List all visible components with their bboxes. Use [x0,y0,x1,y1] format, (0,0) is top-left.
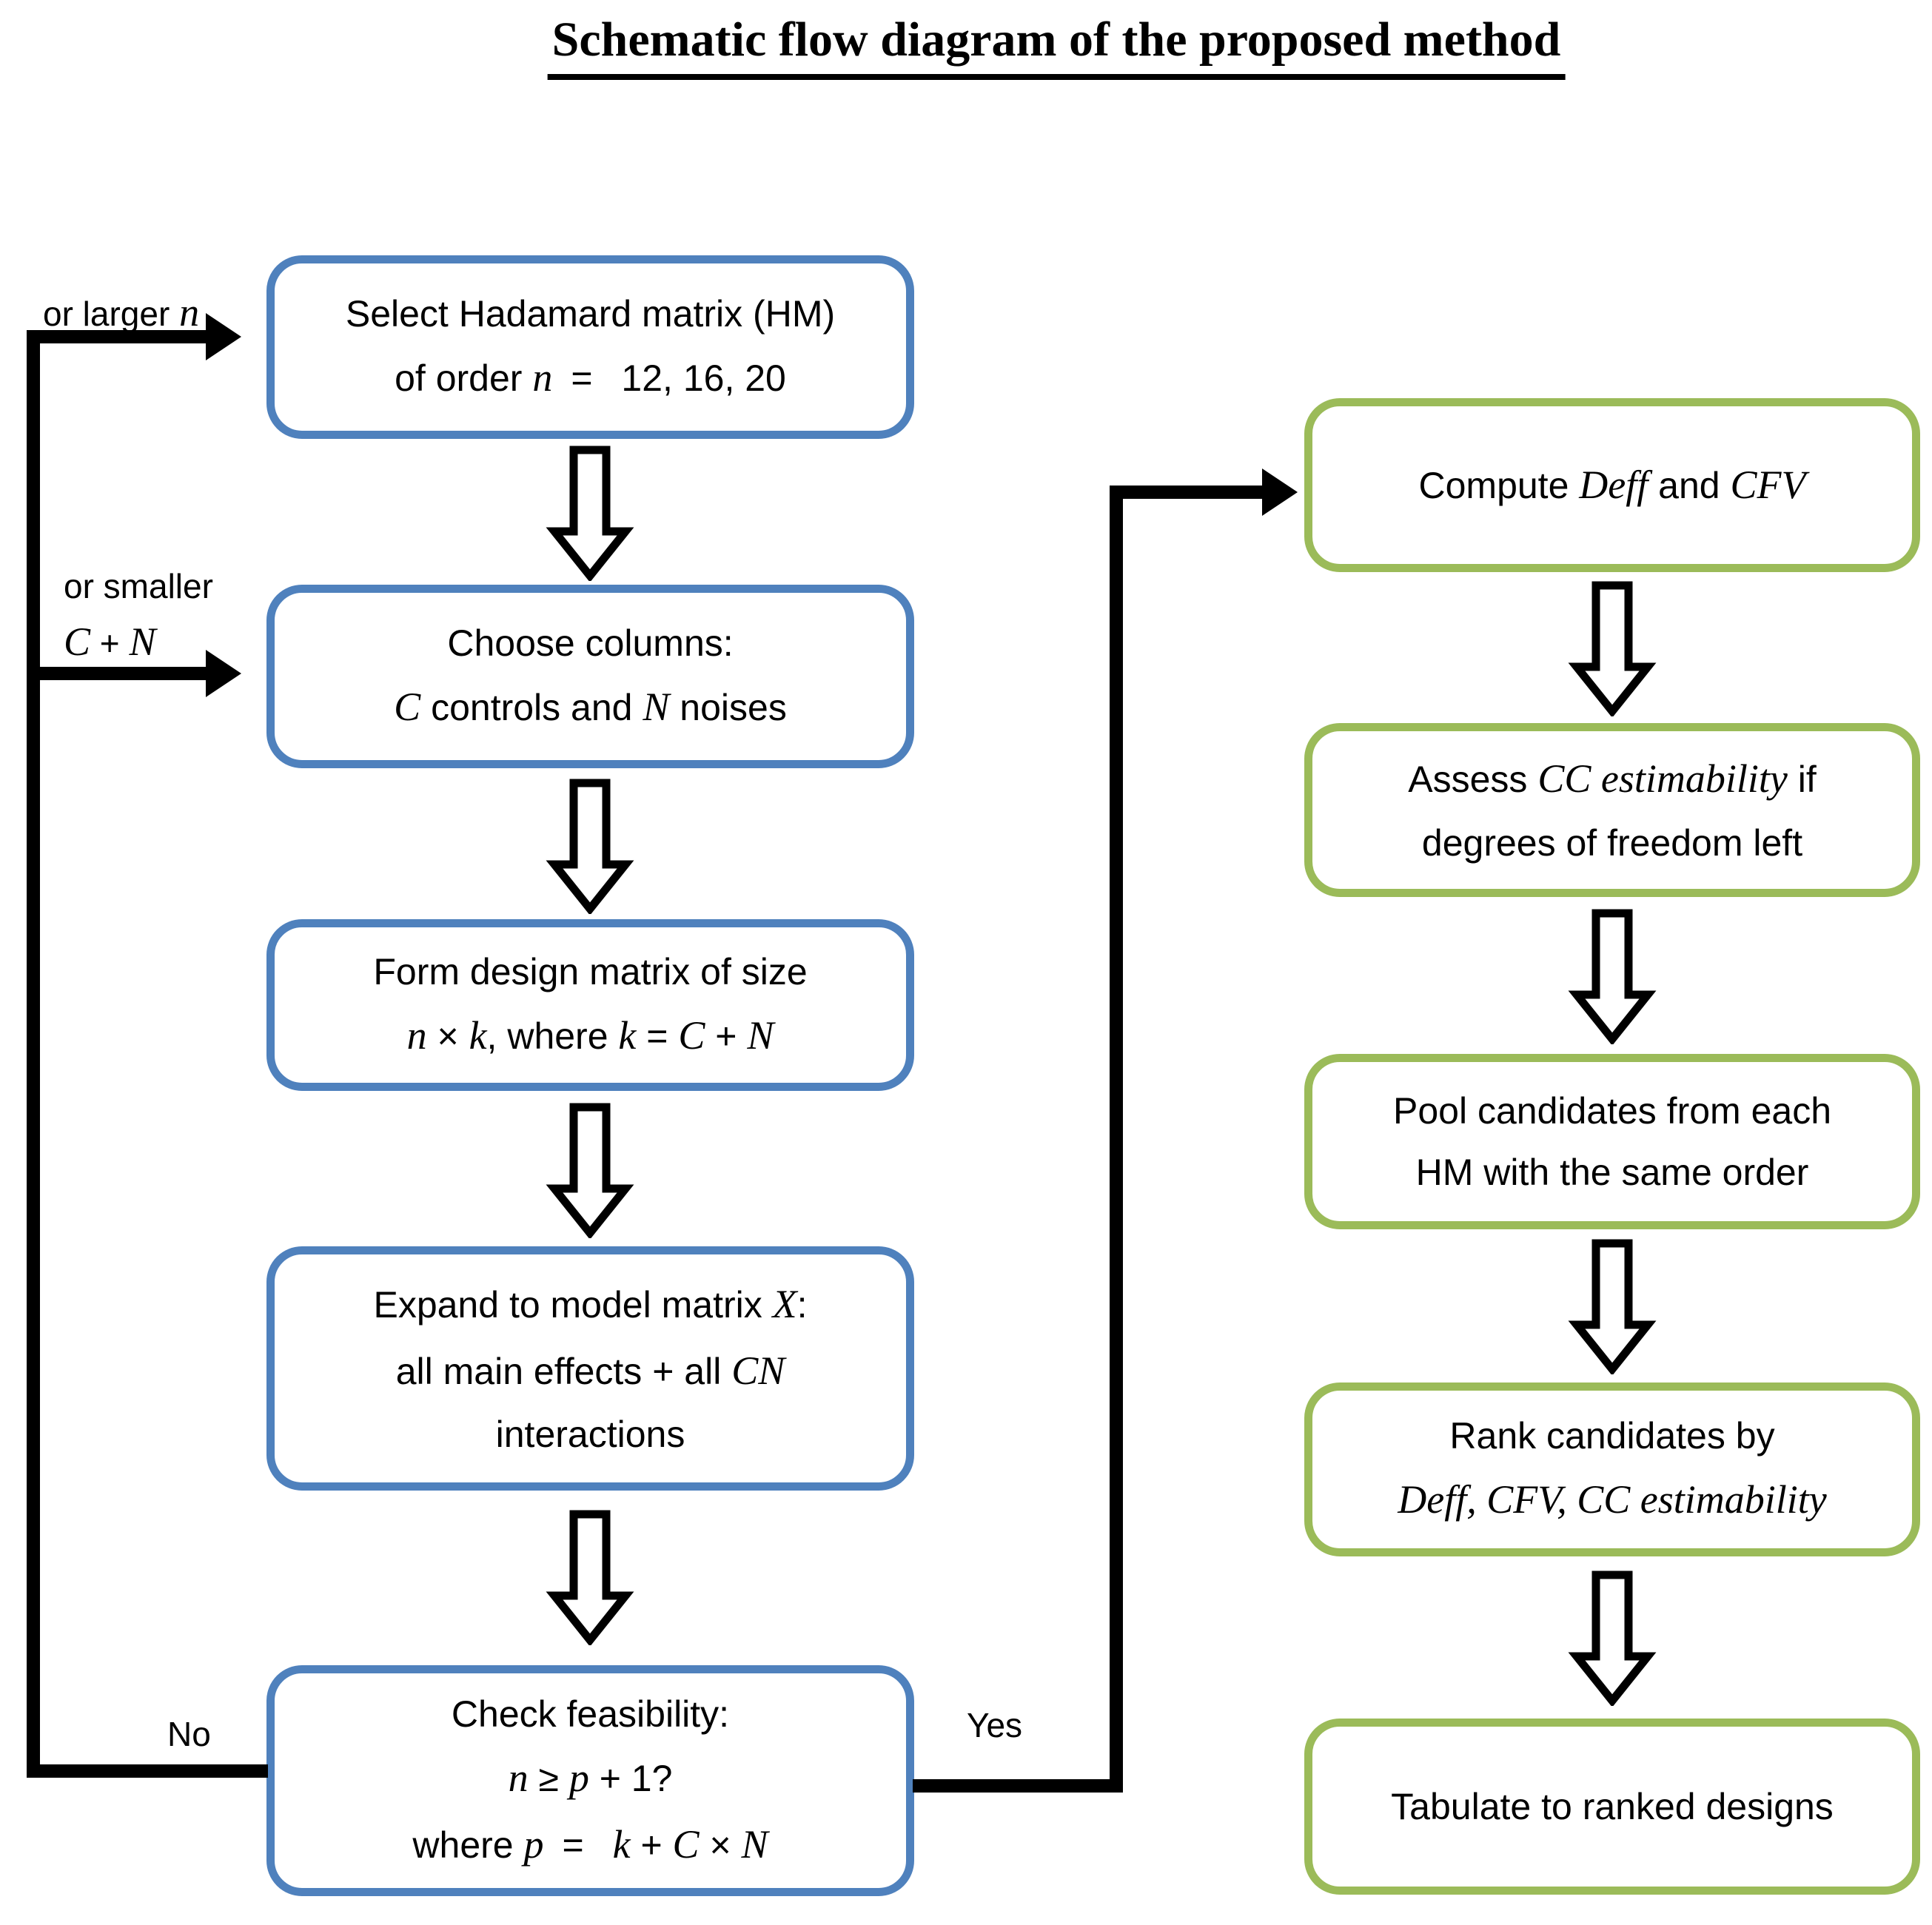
text-line: degrees of freedom left [1421,822,1803,864]
yes-branch-line [913,1779,1123,1793]
text-line: n × k, where k = C + N [406,1012,774,1058]
right-arrowhead-icon [206,313,241,360]
yes-arrow-line [1110,486,1262,499]
text-line: Check feasibility: [451,1693,730,1735]
down-arrow-icon [1568,1570,1657,1706]
or-smaller-label: or smaller C + N [64,561,213,672]
down-arrow-icon [546,779,634,914]
flow-box-choose-columns: Choose columns: C controls and N noises [266,585,914,768]
flow-box-select-hadamard: Select Hadamard matrix (HM) of order n = … [266,255,914,439]
no-branch-line [27,1764,268,1778]
text-line: Rank candidates by [1449,1415,1775,1457]
down-arrow-icon [546,446,634,581]
yes-branch-riser-line [1110,486,1123,1793]
text-line: C + N [64,619,156,664]
text-line: Deff, CFV, CC estimability [1398,1477,1827,1522]
flow-box-rank-candidates: Rank candidates by Deff, CFV, CC estimabi… [1304,1383,1920,1556]
down-arrow-icon [1568,581,1657,716]
flow-box-expand-model-matrix: Expand to model matrix X: all main effect… [266,1246,914,1491]
flow-box-check-feasibility: Check feasibility: n ≥ p + 1? where p = k … [266,1665,914,1896]
text-line: Select Hadamard matrix (HM) [345,292,836,335]
text-line: HM with the same order [1415,1151,1809,1193]
down-arrow-icon [1568,1239,1657,1374]
text-line: Expand to model matrix X: [373,1281,808,1326]
text-line: Pool candidates from each [1392,1089,1832,1132]
or-larger-label: or larger n [43,283,199,343]
no-label: No [167,1715,211,1753]
flow-box-pool-candidates: Pool candidates from each HM with the sam… [1304,1054,1920,1229]
text-line: interactions [495,1414,685,1456]
down-arrow-icon [1568,909,1657,1044]
right-arrowhead-icon [206,650,241,697]
or-smaller-arrow-line [27,667,206,680]
text-line: all main effects + all CN [395,1348,785,1393]
text-line: Compute Deff and CFV [1418,462,1806,507]
flow-box-tabulate-designs: Tabulate to ranked designs [1304,1719,1920,1895]
text-line: Form design matrix of size [373,950,808,992]
page-title: Schematic flow diagram of the proposed m… [547,12,1566,80]
down-arrow-icon [546,1510,634,1645]
text-line: Choose columns: [447,622,734,664]
flow-box-compute-deff-cfv: Compute Deff and CFV [1304,398,1920,572]
text-line: Assess CC estimability if [1408,756,1817,802]
yes-label: Yes [967,1706,1023,1744]
text-line: Tabulate to ranked designs [1391,1785,1834,1827]
text-line: or larger n [43,290,200,335]
text-line: C controls and N noises [394,684,787,729]
down-arrow-icon [546,1103,634,1238]
text-line: n ≥ p + 1? [508,1755,673,1800]
feedback-loop-line [27,330,40,1778]
right-arrowhead-icon [1262,468,1298,516]
text-line: or smaller [64,567,213,605]
flow-box-form-design-matrix: Form design matrix of size n × k, where k… [266,919,914,1091]
or-larger-arrow-line [27,330,206,343]
text-line: of order n = 12, 16, 20 [395,355,786,400]
text-line: where p = k + C × N [412,1821,768,1867]
flow-box-assess-cc-estimability: Assess CC estimability if degrees of free… [1304,723,1920,897]
